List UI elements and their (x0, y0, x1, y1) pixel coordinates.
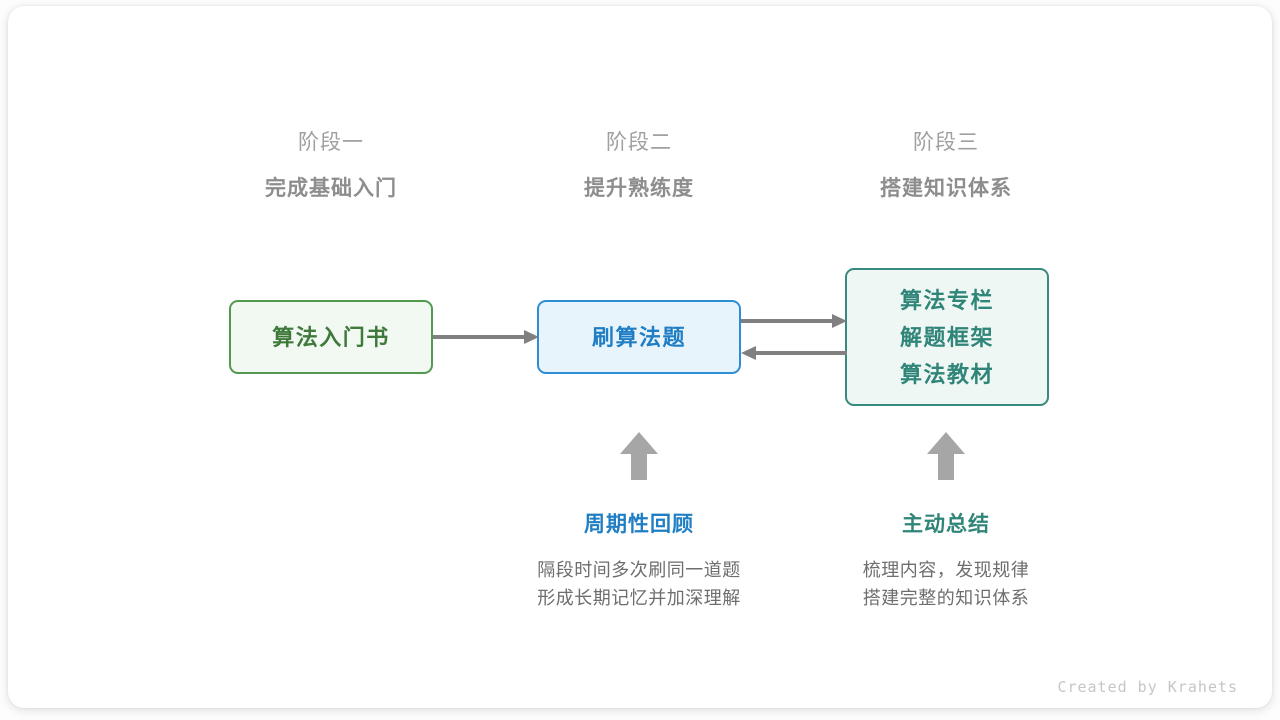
node-box-practice[interactable]: 刷算法题 (537, 300, 741, 374)
arrow-up-head (620, 432, 658, 454)
node-resources-line-3: 算法教材 (899, 361, 994, 387)
arrow-book-to-practice-icon (433, 329, 539, 345)
arrow-up-summary-icon (927, 432, 965, 480)
arrow-shaft (433, 335, 527, 339)
arrow-up-stem (631, 453, 647, 480)
annotation-review-desc-line-2: 形成长期记忆并加深理解 (537, 588, 741, 608)
node-box-book[interactable]: 算法入门书 (229, 300, 433, 374)
stage-3-title: 搭建知识体系 (880, 177, 1012, 200)
stage-header-1: 阶段一 完成基础入门 (211, 128, 451, 204)
arrow-head (741, 346, 756, 360)
arrow-resources-to-practice-icon (741, 345, 847, 361)
annotation-review-title: 周期性回顾 (584, 513, 694, 536)
stage-2-index-label: 阶段二 (606, 131, 672, 154)
stage-header-3: 阶段三 搭建知识体系 (826, 128, 1066, 204)
arrow-up-review-icon (620, 432, 658, 480)
stage-1-title: 完成基础入门 (265, 177, 397, 200)
stage-header-2: 阶段二 提升熟练度 (519, 128, 759, 204)
arrow-shaft (753, 351, 847, 355)
arrow-head (832, 314, 847, 328)
stage-3-index-label: 阶段三 (913, 131, 979, 154)
node-resources-line-2: 解题框架 (899, 324, 994, 350)
stage-1-index-label: 阶段一 (298, 131, 364, 154)
annotation-review-desc-line-1: 隔段时间多次刷同一道题 (537, 560, 741, 580)
node-resources-line-1: 算法专栏 (899, 287, 994, 313)
arrow-up-stem (938, 453, 954, 480)
annotation-summary-desc-line-1: 梳理内容，发现规律 (862, 560, 1030, 580)
node-box-resources[interactable]: 算法专栏 解题框架 算法教材 (845, 268, 1049, 406)
arrow-up-head (927, 432, 965, 454)
arrow-head (524, 330, 539, 344)
annotation-summary-title: 主动总结 (902, 513, 990, 536)
arrow-shaft (741, 319, 835, 323)
annotation-summary-desc-line-2: 搭建完整的知识体系 (862, 588, 1030, 608)
node-book-line-1: 算法入门书 (272, 324, 390, 350)
footer-credit: Created by Krahets (1057, 678, 1238, 696)
annotation-review: 周期性回顾 隔段时间多次刷同一道题 形成长期记忆并加深理解 (489, 510, 789, 612)
annotation-summary: 主动总结 梳理内容，发现规律 搭建完整的知识体系 (796, 510, 1096, 612)
arrow-practice-to-resources-icon (741, 313, 847, 329)
node-practice-line-1: 刷算法题 (591, 324, 686, 350)
stage-2-title: 提升熟练度 (584, 177, 694, 200)
